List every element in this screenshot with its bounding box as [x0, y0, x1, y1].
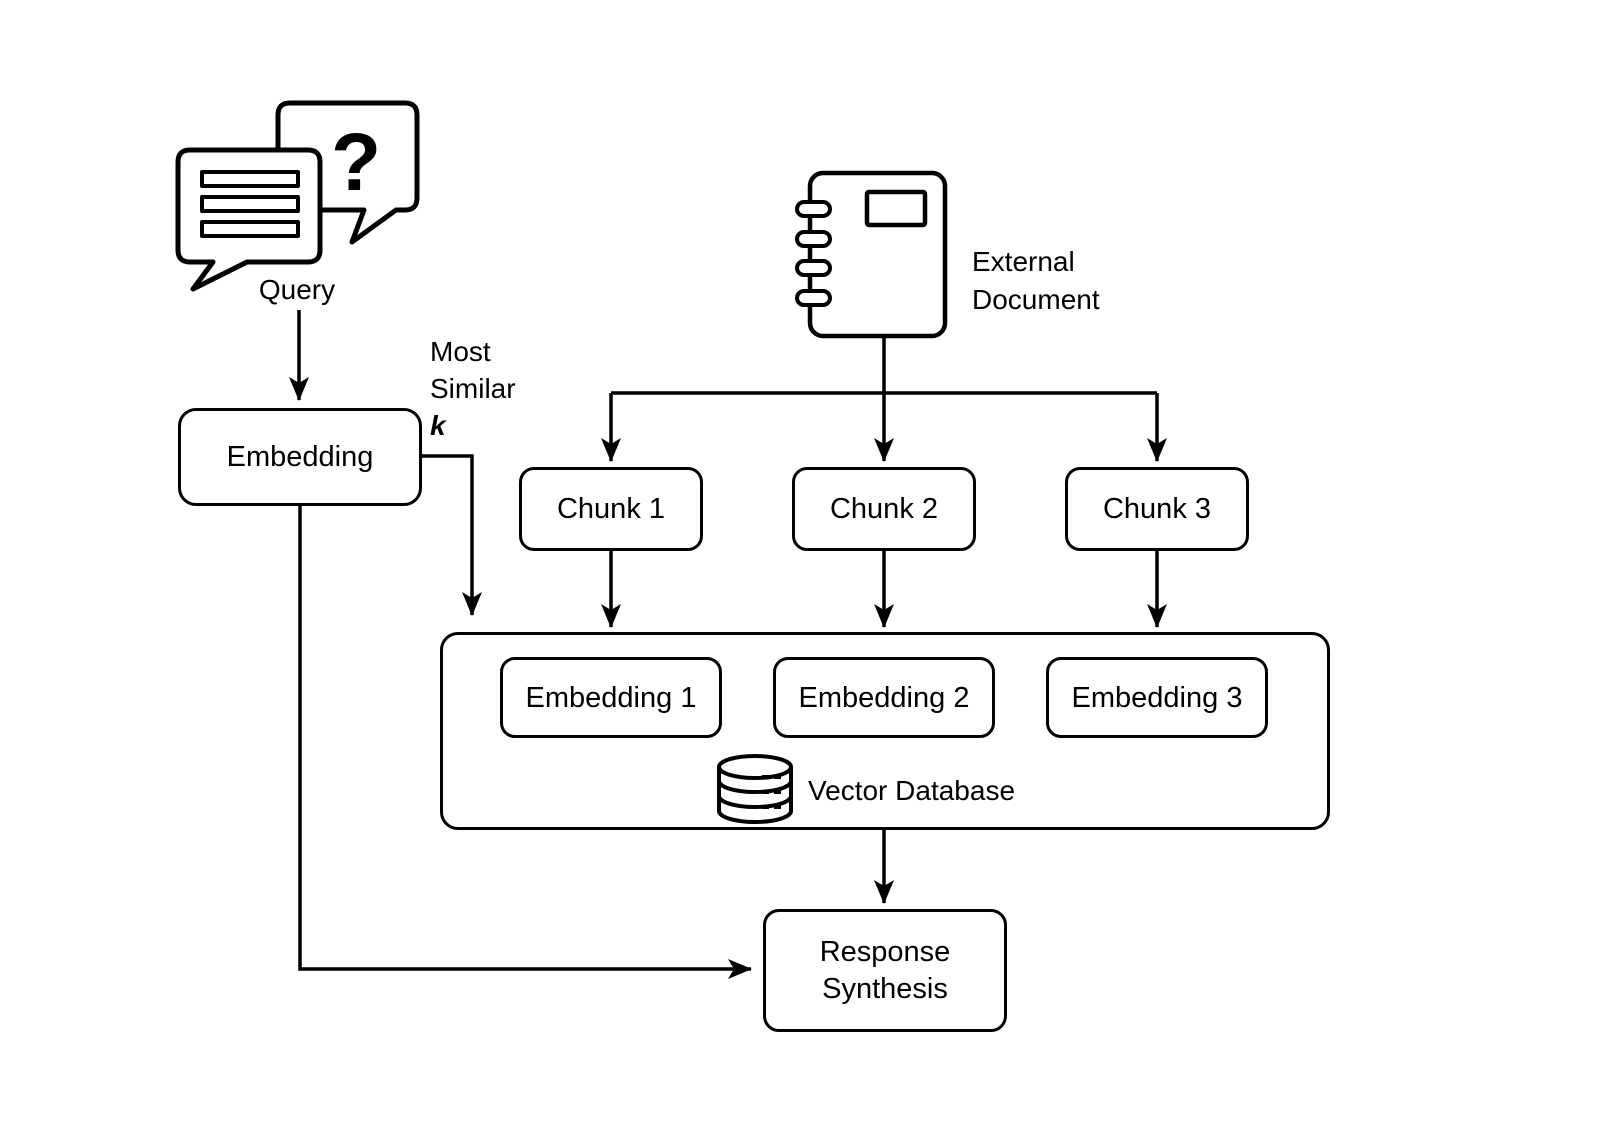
cylinder-top	[717, 754, 793, 780]
chunk-2-label: Chunk 2	[829, 493, 938, 525]
embedding-node-label: Embedding	[226, 441, 374, 473]
response-synthesis-line-2: Synthesis	[822, 972, 948, 1005]
vector-database-icon	[717, 754, 793, 824]
most-similar-line-2: Similar	[430, 373, 516, 404]
external-document-line-2: Document	[972, 284, 1100, 315]
embedding-2-node: Embedding 2	[773, 657, 995, 738]
most-similar-label: Most Similar k	[430, 333, 516, 444]
chunk-2-node: Chunk 2	[792, 467, 976, 551]
embedding-1-node: Embedding 1	[500, 657, 722, 738]
external-document-icon	[795, 170, 948, 339]
chunk-3-node: Chunk 3	[1065, 467, 1249, 551]
cylinder-body	[717, 767, 793, 824]
embedding-3-node: Embedding 3	[1046, 657, 1268, 738]
external-document-label: External Document	[972, 243, 1100, 319]
embedding-1-label: Embedding 1	[525, 681, 697, 714]
chunk-1-node: Chunk 1	[519, 467, 703, 551]
most-similar-line-1: Most	[430, 336, 491, 367]
query-icon	[175, 100, 420, 292]
external-document-line-1: External	[972, 246, 1075, 277]
chunk-3-label: Chunk 3	[1102, 493, 1211, 525]
text-lines	[200, 170, 300, 238]
most-similar-k: k	[430, 410, 446, 441]
cylinder-band-1	[717, 780, 793, 794]
embedding-2-label: Embedding 2	[798, 681, 970, 714]
vector-database-label: Vector Database	[808, 775, 1016, 806]
cylinder-dashes	[762, 775, 781, 809]
arrow-embedding-to-response	[298, 506, 752, 979]
response-synthesis-node: Response Synthesis	[763, 909, 1007, 1032]
notebook-rings	[795, 200, 832, 307]
arrow-embedding-to-vectordb	[422, 454, 482, 616]
response-synthesis-line-1: Response	[819, 935, 951, 968]
query-label: Query	[258, 274, 336, 305]
notebook-label	[864, 189, 928, 228]
embedding-3-label: Embedding 3	[1071, 681, 1243, 714]
chunk-1-label: Chunk 1	[556, 493, 665, 525]
vector-database-container	[440, 632, 1330, 830]
question-mark-glyph: ?	[331, 117, 381, 208]
embedding-node: Embedding	[178, 408, 422, 506]
cylinder-band-2	[717, 795, 793, 809]
